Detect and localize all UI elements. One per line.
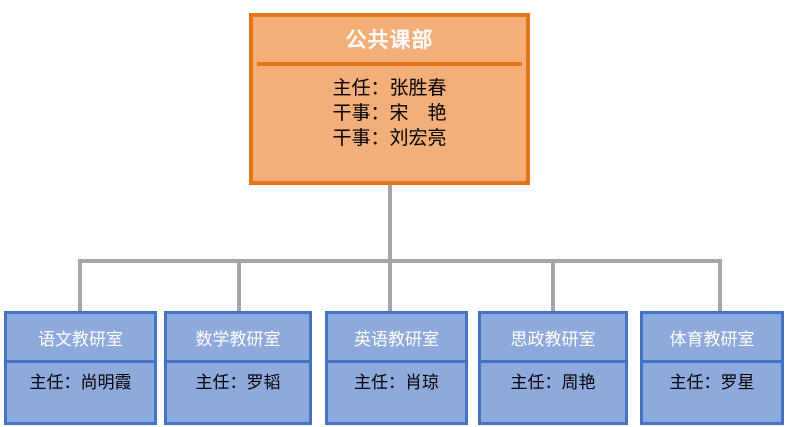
child-node-title: 数学教研室 bbox=[195, 329, 281, 349]
root-node-title: 公共课部 bbox=[345, 28, 434, 52]
child-node-title: 语文教研室 bbox=[38, 329, 123, 349]
child-node-title: 英语教研室 bbox=[354, 329, 439, 349]
child-node-body: 主任：罗星 bbox=[643, 363, 781, 422]
child-node-line-1: 主任：周艳 bbox=[510, 373, 596, 392]
connector-drop-5 bbox=[718, 261, 722, 312]
child-node-title: 思政教研室 bbox=[510, 329, 596, 349]
org-node-ideology[interactable]: 思政教研室 主任：周艳 bbox=[478, 311, 628, 425]
connector-horizontal-bus bbox=[78, 259, 722, 263]
child-node-line-1: 主任：尚明霞 bbox=[29, 373, 132, 392]
org-node-physical-education[interactable]: 体育教研室 主任：罗星 bbox=[640, 311, 784, 425]
child-node-divider bbox=[481, 360, 625, 363]
child-node-line-1: 主任：罗星 bbox=[669, 373, 755, 392]
connector-drop-3 bbox=[388, 261, 392, 312]
connector-root-stem bbox=[388, 185, 392, 261]
org-node-math[interactable]: 数学教研室 主任：罗韬 bbox=[164, 311, 312, 425]
child-node-body: 主任：罗韬 bbox=[167, 363, 309, 422]
child-node-body: 主任：周艳 bbox=[481, 363, 625, 422]
root-node-line-3: 干事：刘宏亮 bbox=[332, 128, 447, 150]
child-node-body: 主任：尚明霞 bbox=[7, 363, 154, 422]
root-node-body: 主任：张胜春 干事：宋 艳 干事：刘宏亮 bbox=[253, 66, 526, 181]
child-node-line-1: 主任：罗韬 bbox=[195, 373, 281, 392]
org-node-root[interactable]: 公共课部 主任：张胜春 干事：宋 艳 干事：刘宏亮 bbox=[249, 13, 530, 185]
root-node-line-2: 干事：宋 艳 bbox=[332, 102, 447, 124]
child-node-line-1: 主任：肖琼 bbox=[354, 373, 439, 392]
child-node-title: 体育教研室 bbox=[669, 329, 755, 349]
child-node-body: 主任：肖琼 bbox=[328, 363, 465, 422]
connector-drop-4 bbox=[551, 261, 555, 312]
root-node-line-1: 主任：张胜春 bbox=[332, 77, 447, 99]
org-node-chinese[interactable]: 语文教研室 主任：尚明霞 bbox=[4, 311, 157, 425]
org-node-english[interactable]: 英语教研室 主任：肖琼 bbox=[325, 311, 468, 425]
child-node-divider bbox=[643, 360, 781, 363]
connector-drop-1 bbox=[78, 261, 82, 312]
child-node-divider bbox=[167, 360, 309, 363]
child-node-divider bbox=[7, 360, 154, 363]
root-node-divider bbox=[257, 62, 522, 66]
connector-drop-2 bbox=[237, 261, 241, 312]
child-node-divider bbox=[328, 360, 465, 363]
